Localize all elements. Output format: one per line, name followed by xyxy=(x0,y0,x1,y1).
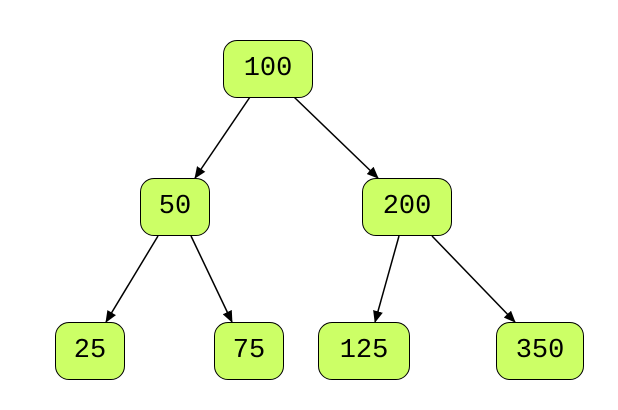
edge-200-350 xyxy=(431,235,516,323)
edge-100-200 xyxy=(293,96,379,179)
tree-node-right-left: 125 xyxy=(318,322,410,380)
node-label: 25 xyxy=(73,335,107,366)
node-label: 50 xyxy=(158,191,192,222)
edge-200-125 xyxy=(373,235,400,323)
node-label: 125 xyxy=(339,335,389,366)
node-label: 75 xyxy=(232,335,266,366)
edge-100-50 xyxy=(194,96,251,179)
tree-node-right: 200 xyxy=(362,178,452,236)
tree-node-root: 100 xyxy=(223,40,313,98)
tree-node-left-right: 75 xyxy=(214,322,284,380)
node-label: 100 xyxy=(243,53,293,84)
node-label: 350 xyxy=(515,335,565,366)
edge-50-75 xyxy=(190,235,233,323)
tree-node-right-right: 350 xyxy=(496,322,584,380)
node-label: 200 xyxy=(382,191,432,222)
tree-node-left: 50 xyxy=(140,178,210,236)
edge-50-25 xyxy=(105,235,159,323)
tree-node-left-left: 25 xyxy=(55,322,125,380)
